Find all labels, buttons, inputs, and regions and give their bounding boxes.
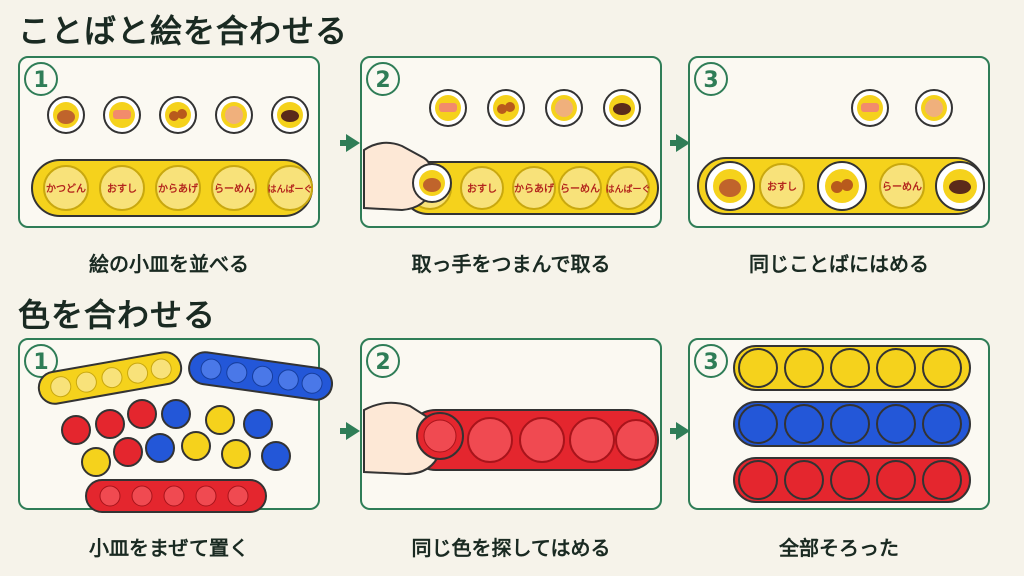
food-plate-katsudon-icon (412, 163, 452, 203)
arrow-right-icon (340, 422, 360, 440)
caption-colors-step3: 全部そろった (779, 536, 899, 560)
slot-label-ramen: らーめん (882, 181, 922, 193)
arrow-right-icon (340, 134, 360, 152)
step-number: 1 (24, 62, 58, 96)
tray-slots (43, 165, 313, 211)
food-plate-katsudon-icon (47, 96, 85, 134)
slot-label-sushi: おすし (767, 181, 797, 193)
loose-plates (61, 399, 291, 477)
illustration-plates-lined-up: かつどん おすし からあげ らーめん はんばーぐ (31, 96, 313, 217)
food-plate-hamburg-icon (935, 161, 985, 211)
food-plate-karaage-icon (159, 96, 197, 134)
food-plate-ramen-icon (915, 89, 953, 127)
panel-colors-step3: 3 (688, 338, 990, 510)
caption-words-step1: 絵の小皿を並べる (89, 252, 249, 276)
slot-label-hamburg: はんばーぐ (267, 183, 312, 195)
food-plate-karaage-icon (817, 161, 867, 211)
step-number: 2 (366, 62, 400, 96)
slot-label-karaage: からあげ (158, 182, 199, 195)
red-tray (85, 479, 267, 513)
slot-label-hamburg: はんばーぐ (605, 183, 650, 195)
food-plate-sushi-icon (429, 89, 467, 127)
food-plate-sushi-icon (103, 96, 141, 134)
step-number: 3 (694, 344, 728, 378)
yellow-tray (37, 351, 183, 405)
food-plate-ramen-icon (215, 96, 253, 134)
step-number: 2 (366, 344, 400, 378)
caption-colors-step2: 同じ色を探してはめる (411, 536, 611, 560)
slot-label-katsudon: かつどん (46, 182, 86, 195)
step-number: 3 (694, 62, 728, 96)
food-plate-karaage-icon (487, 89, 525, 127)
red-tray (405, 409, 659, 471)
illustration-matched-plates: おすし らーめん (697, 89, 985, 215)
panel-words-step1: 1 かつどん おすし からあげ らーめん はんばーぐ (18, 56, 320, 228)
caption-colors-step1: 小皿をまぜて置く (89, 536, 249, 560)
food-plate-katsudon-icon (705, 161, 755, 211)
section-title-words: ことばと絵を合わせる (18, 12, 349, 50)
yellow-tray-complete (733, 345, 971, 391)
blue-tray (188, 351, 334, 401)
illustration-color-match (363, 401, 659, 476)
food-plate-ramen-icon (545, 89, 583, 127)
food-plate-sushi-icon (851, 89, 889, 127)
slot-label-ramen: らーめん (560, 183, 600, 195)
food-plate-hamburg-icon (271, 96, 309, 134)
slot-label-karaage: からあげ (514, 182, 555, 195)
illustration-all-complete (733, 345, 971, 503)
illustration-pinch-handle: おすし からあげ らーめん はんばーぐ (363, 89, 659, 215)
section-title-colors: 色を合わせる (18, 296, 217, 334)
panel-colors-step2: 2 (360, 338, 662, 510)
slot-label-sushi: おすし (467, 183, 497, 195)
food-plate-hamburg-icon (603, 89, 641, 127)
panel-colors-step1: 1 (18, 338, 334, 513)
blue-tray-complete (733, 401, 971, 447)
arrow-right-icon (670, 134, 690, 152)
panel-words-step2: 2 おすし からあげ らーめん はんばーぐ (360, 56, 662, 228)
illustration-mixed-plates (37, 351, 334, 513)
caption-words-step3: 同じことばにはめる (749, 252, 929, 276)
arrow-right-icon (670, 422, 690, 440)
red-tray-complete (733, 457, 971, 503)
panel-words-step3: 3 おすし らーめん (688, 56, 990, 228)
slot-label-sushi: おすし (107, 183, 137, 195)
caption-words-step2: 取っ手をつまんで取る (411, 252, 611, 276)
slot-label-ramen: らーめん (214, 183, 254, 195)
